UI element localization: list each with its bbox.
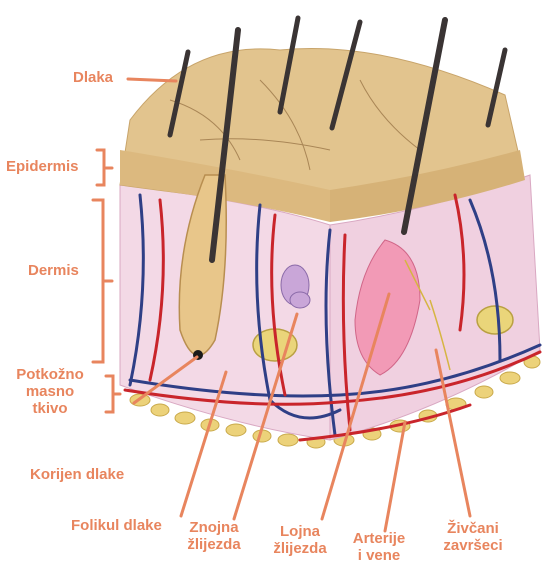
label-potkozno: Potkožno masno tkivo — [8, 366, 92, 417]
label-zivcani-line2: završeci — [434, 537, 512, 554]
label-potkozno-line3: tkivo — [8, 400, 92, 417]
label-potkozno-line1: Potkožno — [8, 366, 92, 383]
label-lojna-line1: Lojna — [264, 523, 336, 540]
label-znojna-zlijezda: Znojna žlijezda — [178, 519, 250, 553]
label-znojna-line1: Znojna — [178, 519, 250, 536]
label-zivcani-line1: Živčani — [434, 520, 512, 537]
label-potkozno-line2: masno — [8, 383, 92, 400]
label-znojna-line2: žlijezda — [178, 536, 250, 553]
label-lojna-zlijezda: Lojna žlijezda — [264, 523, 336, 557]
brackets — [93, 150, 120, 412]
label-zivcani-zavrseci: Živčani završeci — [434, 520, 512, 554]
label-dlaka: Dlaka — [73, 69, 113, 86]
label-arterije-line2: i vene — [343, 547, 415, 562]
label-arterije-line1: Arterije — [343, 530, 415, 547]
label-dermis: Dermis — [28, 262, 79, 279]
corpuscle-2 — [477, 306, 513, 334]
label-epidermis: Epidermis — [6, 158, 79, 175]
label-lojna-line2: žlijezda — [264, 540, 336, 557]
label-folikul-dlake: Folikul dlake — [71, 517, 162, 534]
label-korijen-dlake: Korijen dlake — [30, 466, 124, 483]
label-arterije-vene: Arterije i vene — [343, 530, 415, 562]
